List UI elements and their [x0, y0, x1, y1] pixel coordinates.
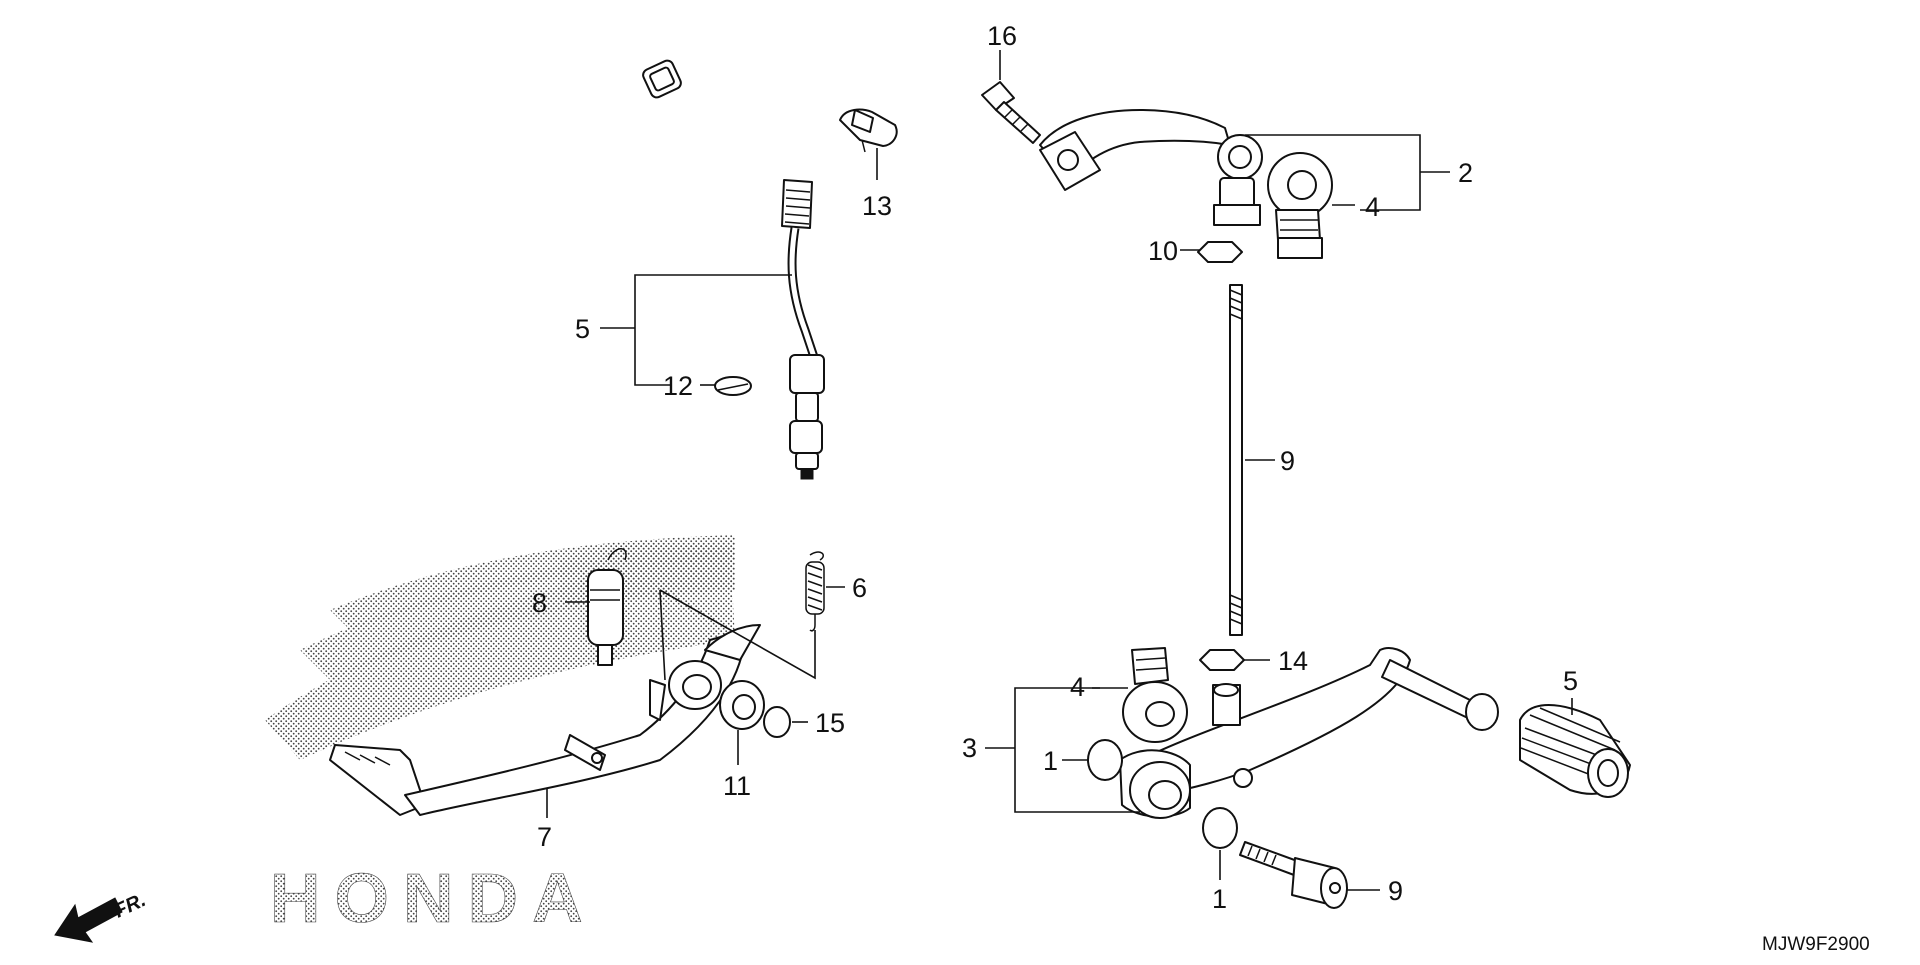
- ball-joint-part-4-upper: [1267, 152, 1333, 259]
- leader-lines: [546, 50, 1573, 891]
- honda-watermark-text: HONDA: [270, 859, 597, 937]
- drawing-code: MJW9F2900: [1762, 934, 1870, 955]
- return-spring-part-7: [805, 551, 825, 632]
- callout-14: 12: [663, 371, 693, 401]
- pivot-bolt-part-10: [1239, 841, 1348, 909]
- nut-part-12: [1197, 241, 1243, 263]
- tie-rod-part-11: [1229, 284, 1243, 636]
- rubber-peg-part-5: [1519, 704, 1631, 798]
- dust-seal-part-1-lower: [1202, 807, 1238, 849]
- clip-part-17: [763, 706, 791, 738]
- callout-15: 13: [862, 191, 892, 221]
- gearshift-pedal-part-3: [1119, 647, 1499, 819]
- callout-2: 2: [1458, 158, 1473, 188]
- shift-arm-part-2: [1039, 109, 1263, 226]
- washer-part-13: [719, 680, 765, 730]
- callout-13: 11: [723, 771, 751, 801]
- front-arrow-icon: [54, 897, 123, 943]
- harness-part-6: [642, 59, 825, 480]
- callout-7: 6: [852, 573, 867, 603]
- ball-joint-part-4-lower: [1122, 647, 1188, 743]
- callout-11: 9: [1280, 446, 1295, 476]
- callout-5-label: 5: [1563, 666, 1578, 696]
- callout-1-lower: 1: [1212, 884, 1227, 914]
- callout-1-upper: 1: [1043, 746, 1058, 776]
- callout-6: 5: [575, 314, 590, 344]
- callout-18: 16: [987, 21, 1017, 51]
- dust-seal-part-1-upper: [1087, 739, 1123, 781]
- clamp-part-15: [839, 108, 898, 153]
- front-marker-label: FR.: [111, 889, 149, 923]
- callout-9-label: 8: [532, 588, 547, 618]
- callout-16: 14: [1278, 646, 1308, 676]
- callout-3: 3: [962, 733, 977, 763]
- spring-part-9: [587, 548, 627, 666]
- clip-part-14: [714, 376, 752, 396]
- nut-part-16: [1199, 649, 1245, 671]
- callout-4-lower: 4: [1070, 672, 1085, 702]
- callout-8-label: 7: [537, 822, 552, 852]
- front-direction-marker: FR.: [54, 889, 149, 943]
- bolt-part-18: [981, 81, 1041, 144]
- brake-pedal-part-8: [329, 624, 761, 816]
- callout-12: 10: [1148, 236, 1178, 266]
- callout-labels: 16 13 2 4 10 5 12 9 6 9 8 14 4 5 5 3 1 1…: [532, 21, 1578, 914]
- callout-10-label: 9: [1388, 876, 1403, 906]
- callout-17: 15: [815, 708, 845, 738]
- callout-4-upper: 4: [1365, 192, 1380, 222]
